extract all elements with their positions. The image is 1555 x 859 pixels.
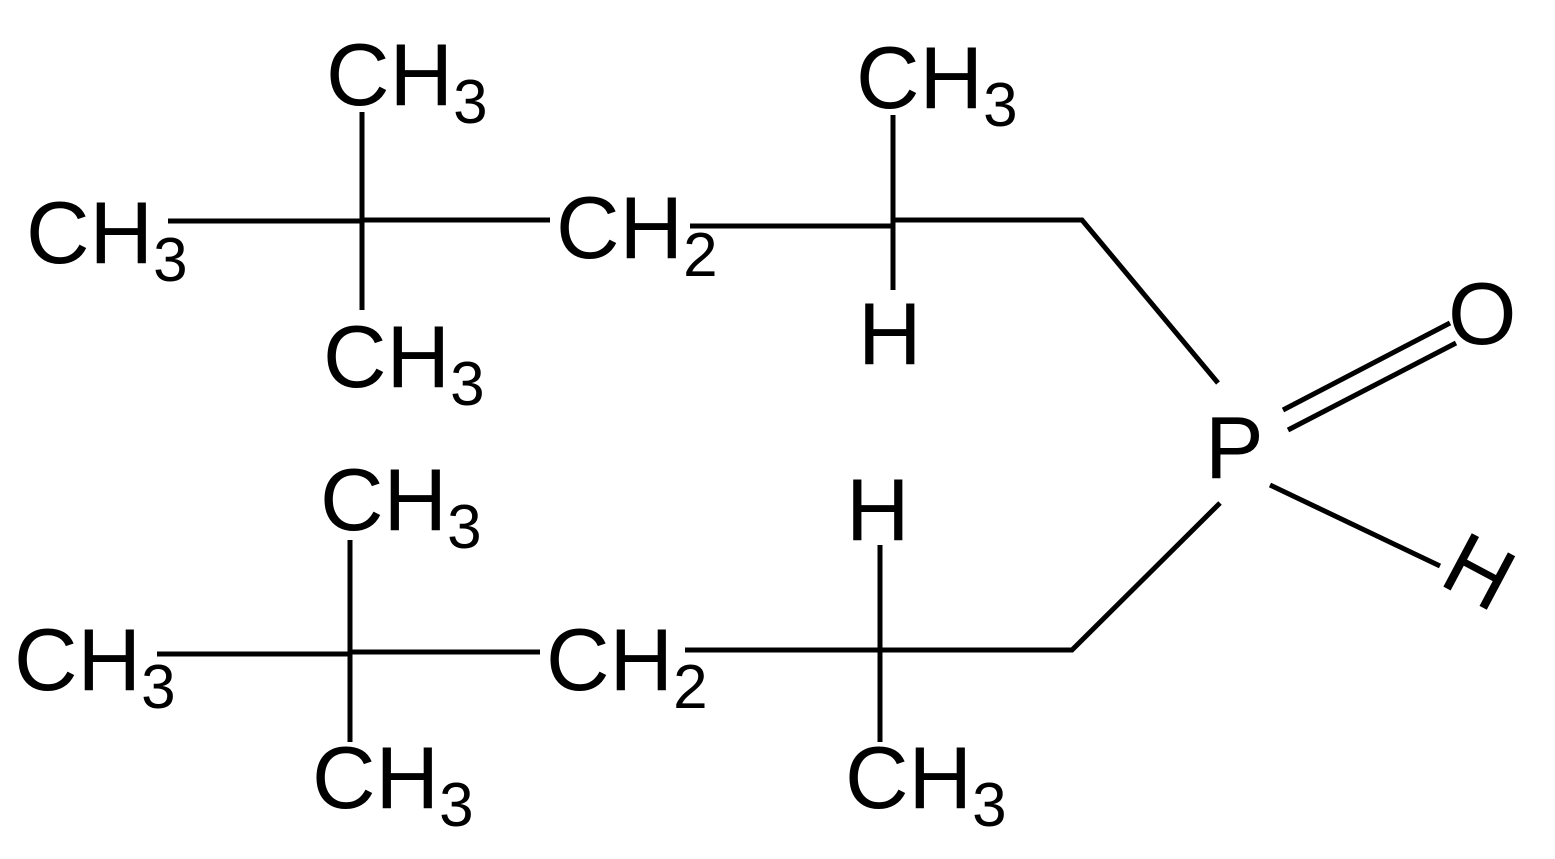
bond-upper-ch-to-p <box>893 217 1220 385</box>
upper-chain-bonds <box>168 112 1220 385</box>
lower-branch-ch3: CH3 <box>845 728 1007 840</box>
oxygen-atom: O <box>1448 264 1516 363</box>
bond-p-h <box>1268 482 1442 569</box>
bond-p-o-double-a <box>1281 320 1452 413</box>
upper-terminal-ch3: CH3 <box>26 183 188 295</box>
lower-terminal-ch3: CH3 <box>14 610 176 722</box>
phosphorus-bonds <box>1268 320 1458 569</box>
upper-quat-top-ch3: CH3 <box>326 25 488 137</box>
lower-chain-bonds <box>157 501 1222 742</box>
upper-methylene-ch2: CH2 <box>556 178 718 290</box>
lower-methylene-ch2: CH2 <box>546 610 708 722</box>
upper-branch-h: H <box>858 284 922 383</box>
p-hydrogen-atom: H <box>1428 513 1531 630</box>
bond-lower-ch-to-p <box>878 501 1222 653</box>
bond-p-o-double-b <box>1286 340 1458 433</box>
lower-quat-bottom-ch3: CH3 <box>312 728 474 840</box>
phosphorus-atom: P <box>1205 398 1264 497</box>
lower-branch-h: H <box>846 460 910 559</box>
lower-quat-top-ch3: CH3 <box>320 450 482 562</box>
upper-branch-ch3: CH3 <box>856 28 1018 140</box>
upper-quat-bottom-ch3: CH3 <box>323 307 485 419</box>
